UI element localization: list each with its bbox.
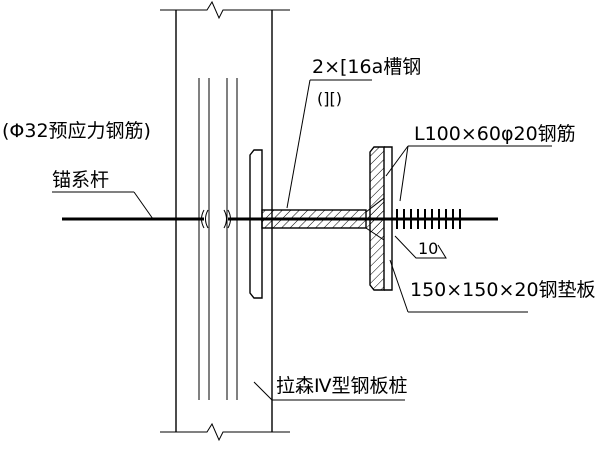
bottom-break-mark	[160, 422, 290, 442]
weld-size-label: 10	[418, 239, 438, 258]
threaded-rod-end	[396, 209, 461, 229]
sheet-pile-label: 拉森Ⅳ型钢板桩	[276, 375, 408, 397]
sheet-pile	[160, 0, 290, 442]
anchor-rod-label: 锚系杆	[52, 169, 109, 191]
anchor-rod-spec-label: (Φ32预应力钢筋)	[2, 120, 151, 142]
channel-waler	[261, 209, 367, 229]
steel-plate-label: 150×150×20钢垫板	[410, 279, 596, 301]
leader-lines	[52, 79, 552, 401]
angle-spec-label: L100×60φ20钢筋	[414, 123, 576, 145]
pile-face-plate	[249, 149, 263, 299]
channel-spec-label: 2×[16a槽钢	[312, 56, 421, 78]
weld-symbol	[394, 235, 447, 259]
channel-section-label: (][)	[317, 89, 342, 108]
top-break-mark	[160, 0, 290, 20]
angle-bracket	[365, 196, 385, 241]
